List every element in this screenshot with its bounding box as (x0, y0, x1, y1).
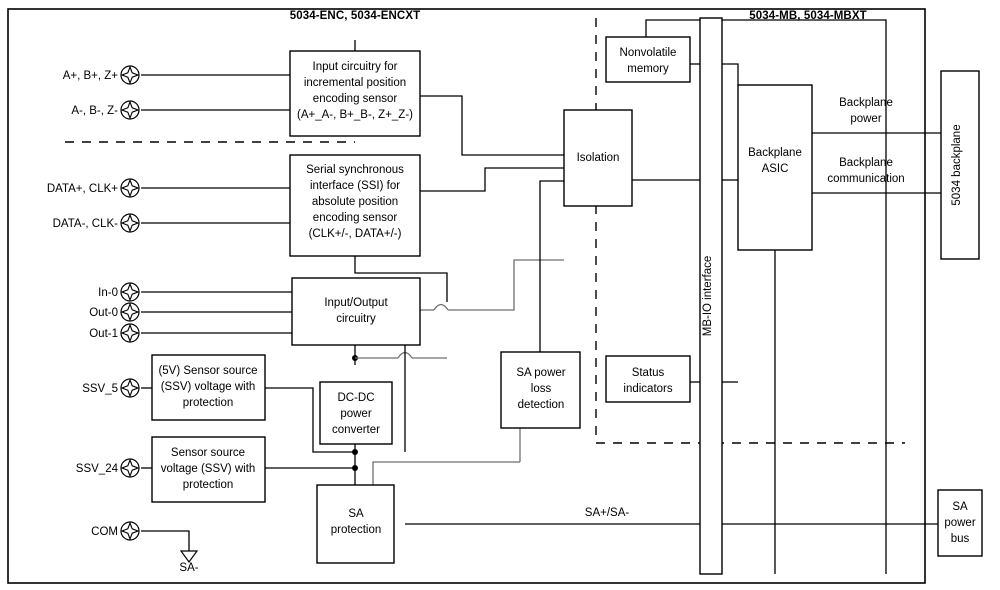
block-backplane-asic[interactable] (737, 84, 813, 251)
block-ssv24-sensor-source[interactable] (151, 436, 266, 503)
block-sa-power-bus-line-1: SA (952, 501, 968, 513)
pin-label-data-plus: DATA+, CLK+ (47, 183, 118, 195)
section-title-mainboard: 5034-MB, 5034-MBXT (749, 10, 866, 22)
pin-label-out1: Out-1 (89, 328, 118, 340)
wire-ssi-down (354, 256, 448, 302)
wire-nvm-top (645, 19, 700, 37)
block-nonvolatile-memory[interactable] (605, 36, 691, 83)
block-sa-protection-line-1: SA (348, 508, 364, 520)
block-ssi-line-5: (CLK+/-, DATA+/-) (309, 228, 402, 240)
block-sa-power-bus[interactable] (937, 489, 983, 557)
label-backplane-comm-line-1: Backplane (839, 157, 893, 169)
block-dcdc-line-2: power (340, 408, 371, 420)
wire-ssv5-to-bus (265, 387, 355, 453)
ground-triangle-icon (179, 550, 199, 564)
block-sa-protection-line-2: protection (331, 524, 382, 536)
block-io-circuitry[interactable] (291, 277, 421, 346)
block-incremental-line-3: encoding sensor (313, 93, 398, 105)
pin-label-data-minus: DATA-, CLK- (53, 218, 119, 230)
block-ssi-line-2: interface (SSI) for (310, 180, 400, 192)
label-sa-minus: SA- (179, 562, 198, 574)
pin-label-in0: In-0 (98, 287, 118, 299)
block-ssv5-line-2: (SSV) voltage with (161, 381, 256, 393)
terminal-screw-icon-out1[interactable] (120, 323, 140, 343)
block-asic-line-1: Backplane (748, 147, 802, 159)
label-backplane-comm-line-2: communication (827, 173, 904, 185)
block-ssv5-line-3: protection (183, 397, 234, 409)
terminal-screw-icon-out0[interactable] (120, 302, 140, 322)
block-ssi-line-3: absolute position (312, 196, 398, 208)
block-ssi-line-1: Serial synchronous (306, 164, 404, 176)
terminal-screw-icon-in0[interactable] (120, 282, 140, 302)
block-ssv5-line-1: (5V) Sensor source (158, 365, 257, 377)
block-sa-power-bus-line-3: bus (951, 533, 970, 545)
pin-label-a-plus: A+, B+, Z+ (63, 70, 119, 82)
label-sa-bus: SA+/SA- (585, 507, 630, 519)
pin-label-out0: Out-0 (89, 307, 118, 319)
block-sa-power-loss-detection[interactable] (500, 351, 581, 429)
wire-io-out-right (448, 259, 564, 311)
terminal-screw-icon-data-plus[interactable] (120, 178, 140, 198)
label-backplane-power-line-1: Backplane (839, 97, 893, 109)
pin-label-ssv24: SSV_24 (76, 463, 119, 475)
block-ssv24-line-2: voltage (SSV) with (161, 463, 256, 475)
block-sa-loss-line-3: detection (518, 399, 565, 411)
wire-incremental-to-isolation (420, 95, 564, 156)
terminal-screw-icon-a-plus[interactable] (120, 65, 140, 85)
pin-label-a-minus: A-, B-, Z- (71, 105, 118, 117)
block-sa-loss-line-1: SA power (516, 367, 565, 379)
block-io-line-1: Input/Output (324, 297, 388, 309)
pin-label-ssv5: SSV_5 (82, 383, 118, 395)
wire-top-rail-backplane (722, 19, 887, 88)
mbio-interface-label: MB-IO interface (702, 256, 714, 337)
block-ssv5-sensor-source[interactable] (151, 354, 266, 421)
block-ssv24-line-1: Sensor source (171, 447, 245, 459)
block-nvm-line-1: Nonvolatile (620, 47, 677, 59)
block-dcdc-line-3: converter (332, 424, 380, 436)
terminal-screw-icon-com[interactable] (120, 521, 140, 541)
block-status-indicators[interactable] (605, 355, 691, 403)
block-nvm-line-2: memory (627, 63, 669, 75)
block-sa-power-bus-line-2: power (944, 517, 975, 529)
block-isolation-label: Isolation (577, 152, 620, 164)
block-ssi[interactable] (289, 154, 421, 257)
block-isolation[interactable] (563, 109, 633, 207)
block-incremental-line-4: (A+_A-, B+_B-, Z+_Z-) (297, 109, 413, 121)
terminal-screw-icon-a-minus[interactable] (120, 100, 140, 120)
wire-ssi-to-isolation (420, 167, 564, 192)
block-asic-line-2: ASIC (762, 163, 789, 175)
outer-frame (7, 8, 926, 584)
wire-mbio-to-asic-top (722, 63, 739, 85)
block-ssv24-line-3: protection (183, 479, 234, 491)
wire-isolation-to-sa-loss (539, 180, 564, 352)
block-5034-backplane[interactable] (940, 70, 980, 260)
block-ssi-line-4: encoding sensor (313, 212, 398, 224)
wire-hop-io-out (433, 303, 449, 311)
label-backplane-power-line-2: power (850, 113, 881, 125)
terminal-screw-icon-data-minus[interactable] (120, 213, 140, 233)
block-sa-protection[interactable] (316, 484, 395, 564)
block-status-line-1: Status (632, 367, 665, 379)
terminal-screw-icon-ssv5[interactable] (120, 378, 140, 398)
terminal-screw-icon-ssv24[interactable] (120, 458, 140, 478)
block-incremental-line-1: Input circuitry for (313, 61, 398, 73)
block-incremental-line-2: incremental position (304, 77, 406, 89)
section-title-encoder: 5034-ENC, 5034-ENCXT (290, 10, 420, 22)
block-incremental-input-circuitry[interactable] (289, 50, 421, 137)
wire-pin-com (141, 530, 190, 551)
block-status-line-2: indicators (623, 383, 672, 395)
mbio-interface-bar (699, 17, 723, 575)
block-dcdc-converter[interactable] (319, 381, 393, 445)
block-io-line-2: circuitry (336, 313, 376, 325)
wire-sa-protection-grey (372, 461, 520, 492)
backplane-label: 5034 backplane (951, 124, 963, 205)
block-dcdc-line-1: DC-DC (337, 392, 374, 404)
block-sa-loss-line-2: loss (531, 383, 552, 395)
pin-label-com: COM (91, 526, 118, 538)
